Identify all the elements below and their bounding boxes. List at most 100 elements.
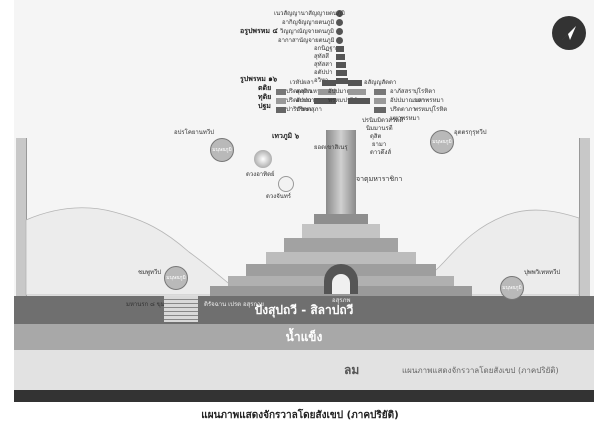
bottom-band xyxy=(14,390,594,402)
sineru-summit-label: ยอดเขาสิเนรุ xyxy=(314,144,348,151)
right-rupa-item: อัปปมาณาภา xyxy=(390,97,425,104)
catumaharajika-label: จาตุมหาราชิกา xyxy=(356,175,403,183)
asura-label: อสุรภพ xyxy=(332,297,351,304)
mountain-step xyxy=(266,252,416,264)
right-rupa-bar xyxy=(348,89,366,95)
jhana-tier-label: ทุติย xyxy=(258,93,272,101)
compass-arrow-icon xyxy=(562,26,576,40)
right-cluster-bar xyxy=(374,89,386,95)
left-cluster-item: ปริตตาภา xyxy=(286,97,312,104)
right-cluster-bar xyxy=(374,107,386,113)
continent-south-label: ชมพูทวีป xyxy=(138,269,162,276)
hell-label: มหานรก ๘ ขุม xyxy=(126,301,165,308)
upper-rupa-item: สุทัสสี xyxy=(314,53,329,60)
continent-east-disc: มนุษยภูมิ xyxy=(500,276,524,300)
deva-item: ยามา xyxy=(372,141,387,148)
sun-disc xyxy=(254,150,272,168)
left-cluster-item: ปริตตสุภา xyxy=(286,88,312,95)
water-layer-label: น้ำแข็ง xyxy=(285,329,323,344)
upper-rupa-item: อกนิฏฐา xyxy=(314,45,337,52)
arupa-dot xyxy=(336,37,343,44)
left-cluster-bar xyxy=(276,98,286,104)
cosmology-diagram: ปังสุปถวี - สิลาปถวี น้ำแข็ง ลม แผนภาพแส… xyxy=(14,0,594,402)
arupa-brahma-label: อรูปพรหม ๔ xyxy=(240,27,278,35)
deva-item: ดาวดึงส์ xyxy=(370,149,392,156)
left-rupa-bar xyxy=(322,80,336,86)
hills-outline xyxy=(25,207,580,296)
arupa-dot xyxy=(336,28,343,35)
deva-item: นิมมานรตี xyxy=(366,125,393,132)
hell-sub-label: ติรัจฉาน เปรต อสุรกาย xyxy=(204,301,264,308)
right-rupa-item: มหาพรหมา xyxy=(390,115,420,122)
figure-caption: แผนภาพแสดงจักรวาลโดยสังเขป (ภาคปริยัติ) xyxy=(201,410,399,421)
left-boundary-wall xyxy=(16,138,27,296)
arupa-item: เนวสัญญานาสัญญายตนภูมิ xyxy=(274,10,345,17)
arupa-item: วิญญาณัญจายตนภูมิ xyxy=(280,28,334,35)
deva-6-label: เทวภูมิ ๖ xyxy=(272,132,300,140)
jhana-tier-label: ตติย xyxy=(258,84,272,92)
continent-west-label: อปรโคยานทวีป xyxy=(174,129,214,136)
left-rupa-item: สุภกิณหา xyxy=(296,88,321,95)
arupa-dot xyxy=(336,10,343,17)
arupa-dot xyxy=(336,19,343,26)
left-cluster-item: ปาริสัชชา xyxy=(286,106,312,113)
continent-west-disc-label: มนุษยภูมิ xyxy=(212,147,232,153)
left-rupa-item: ปริตตสุภา xyxy=(296,106,322,113)
upper-rupa-bar xyxy=(336,54,345,60)
continent-west-disc: มนุษยภูมิ xyxy=(210,138,234,162)
right-rupa-item: อสัญญสัตตา xyxy=(364,79,397,86)
right-boundary-wall xyxy=(579,138,590,296)
upper-rupa-bar xyxy=(336,78,348,84)
upper-rupa-item: สุทัสสา xyxy=(314,61,333,68)
right-rupa-item: อาภัสสรา xyxy=(390,88,415,95)
left-rupa-item: เวหัปผลา xyxy=(290,79,314,86)
continent-east-label: ปุพพวิเทหทวีป xyxy=(524,269,561,276)
water-layer: น้ำแข็ง xyxy=(14,324,594,350)
continent-north-label: อุตตรกุรุทวีป xyxy=(454,129,487,136)
rupa-brahma-16-label: รูปพรหม ๑๖ xyxy=(240,75,278,83)
mountain-arch-inner xyxy=(332,274,350,294)
right-rupa-bar xyxy=(348,80,362,86)
upper-rupa-bar xyxy=(336,70,347,76)
deva-pillar xyxy=(326,130,356,220)
continent-east-disc-label: มนุษยภูมิ xyxy=(502,285,522,291)
right-cluster-item: ปุโรหิตา xyxy=(414,88,436,95)
deva-item: ปรนิมมิตวสวัตตี xyxy=(362,117,404,124)
right-cluster-item: มหาพรหมา xyxy=(414,97,444,104)
left-cluster-bar xyxy=(276,89,286,95)
continent-south-disc: มนุษยภูมิ xyxy=(164,266,188,290)
left-rupa-bar xyxy=(314,98,336,104)
left-cluster-bar xyxy=(276,107,286,113)
upper-rupa-item: อตัปปา xyxy=(314,69,333,76)
earth-layer: ปังสุปถวี - สิลาปถวี xyxy=(14,296,594,324)
wind-layer-note: แผนภาพแสดงจักรวาลโดยสังเขป (ภาคปริยัติ) xyxy=(402,365,559,375)
wind-layer: ลม แผนภาพแสดงจักรวาลโดยสังเขป (ภาคปริยัต… xyxy=(14,350,594,390)
upper-rupa-bar xyxy=(336,62,346,68)
arupa-item: อากิญจัญญายตนภูมิ xyxy=(282,19,335,26)
jhana-tier-label: ปฐม xyxy=(258,102,271,110)
deva-item: ดุสิต xyxy=(370,133,382,140)
mid-cluster-item: อัปปมาณาภา xyxy=(328,88,363,95)
mountain-step xyxy=(314,214,368,224)
upper-rupa-bar xyxy=(336,46,344,52)
sun-label: ดวงอาทิตย์ xyxy=(246,171,275,178)
wind-layer-label: ลม xyxy=(344,362,360,377)
moon-disc xyxy=(278,176,294,192)
right-cluster-item: พรหมปุโรหิต xyxy=(414,106,448,113)
right-rupa-bar xyxy=(348,98,370,104)
left-rupa-item: อัปปมาณสุภา xyxy=(296,98,331,104)
earth-layer-label: ปังสุปถวี - สิลาปถวี xyxy=(254,302,354,317)
upper-rupa-item: อวิหา xyxy=(314,78,328,84)
mountain-step xyxy=(302,224,380,238)
continent-south-disc-label: มนุษยภูมิ xyxy=(166,275,186,281)
arupa-item: อากาสานัญจายตนภูมิ xyxy=(278,37,335,44)
moon-label: ดวงจันทร์ xyxy=(266,193,291,200)
continent-north-disc-label: มนุษยภูมิ xyxy=(432,139,452,145)
hell-stack xyxy=(164,296,198,322)
mountain-step xyxy=(284,238,398,252)
continent-north-disc: มนุษยภูมิ xyxy=(430,130,454,154)
mount-sineru-steps xyxy=(14,0,594,300)
right-rupa-item: ปริตตาภา xyxy=(390,106,416,113)
left-rupa-bar xyxy=(318,89,336,95)
right-cluster-bar xyxy=(374,98,386,104)
